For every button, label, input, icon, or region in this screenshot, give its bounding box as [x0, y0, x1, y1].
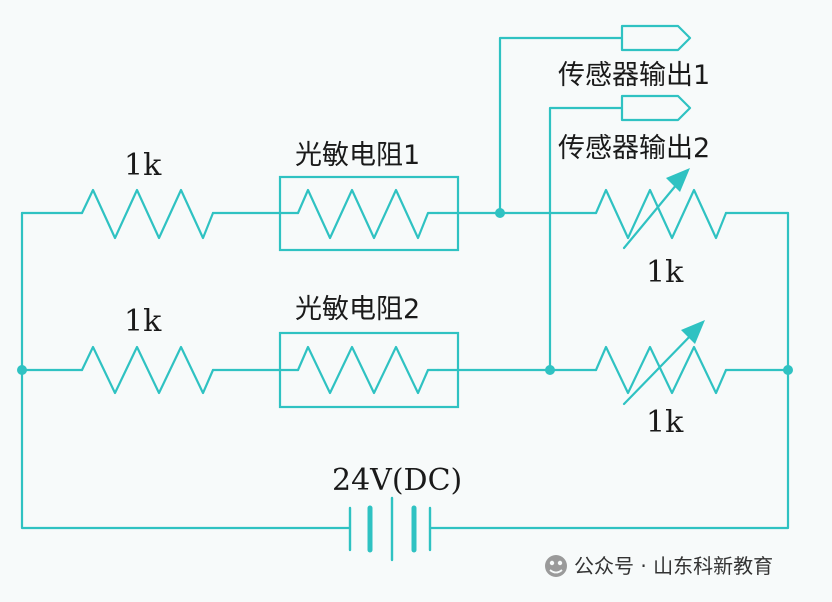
junction-left — [17, 365, 27, 375]
resistor-r2 — [80, 345, 215, 395]
wire-left-rail — [20, 211, 352, 530]
pot-vr1-arrowhead — [666, 168, 690, 192]
junction-right — [783, 365, 793, 375]
ldr2-zigzag — [296, 345, 440, 395]
wire-right-rail — [428, 211, 790, 530]
pot-vr2-arrow — [622, 328, 698, 406]
terminal-output1 — [620, 24, 692, 52]
label-output2: 传感器输出2 — [558, 133, 710, 164]
label-r2: 1k — [124, 304, 162, 339]
pot-vr1-zigzag — [594, 188, 728, 240]
label-ldr2: 光敏电阻2 — [295, 294, 420, 325]
wechat-official-account-icon — [545, 555, 567, 577]
label-r1: 1k — [124, 148, 162, 183]
ldr1-zigzag — [296, 188, 440, 240]
junction-output2 — [545, 365, 555, 375]
wire-output1 — [498, 36, 624, 215]
terminal-output2 — [620, 94, 692, 122]
label-battery: 24V(DC) — [332, 463, 462, 498]
label-pot1: 1k — [646, 255, 684, 290]
label-output1: 传感器输出1 — [558, 60, 710, 91]
pot-vr2-zigzag — [594, 345, 728, 395]
junction-output1 — [495, 208, 505, 218]
label-pot2: 1k — [646, 405, 684, 440]
wire-output2 — [548, 106, 624, 372]
pot-vr2-arrowhead — [681, 320, 705, 344]
label-ldr1: 光敏电阻1 — [295, 140, 420, 171]
watermark: 公众号 · 山东科新教育 — [545, 554, 773, 578]
resistor-r1 — [80, 188, 215, 240]
watermark-text: 公众号 · 山东科新教育 — [574, 554, 773, 578]
pot-vr1-arrow — [622, 176, 684, 250]
